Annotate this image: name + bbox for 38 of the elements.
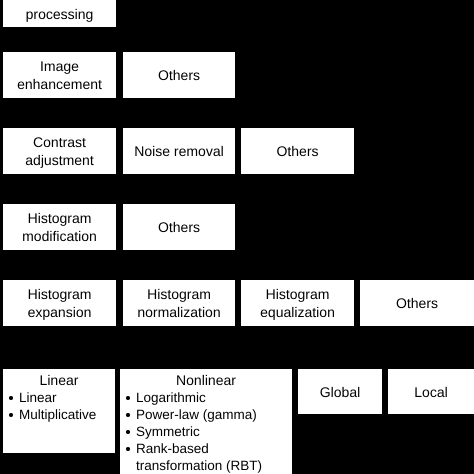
box-label: Histogram expansion [26,285,92,321]
bullet-item: Linear [7,389,111,406]
process-box [3,204,116,250]
process-box [123,280,235,326]
process-box [3,128,116,174]
process-box [3,280,116,326]
bullet-item: Symmetric [124,423,288,440]
box-label: Histogram equalization [259,285,336,321]
box-label: Contrast adjustment [24,133,95,169]
box-label: Others [276,142,318,160]
box-label: Histogram normalization [136,285,222,321]
process-box [120,369,292,474]
process-box [123,204,235,250]
bullet-item: Rank-based transformation (RBT) [124,440,288,474]
process-box [241,280,354,326]
bullet-item: Multiplicative [7,406,111,423]
box-heading: Linear [38,371,80,389]
process-box [3,0,116,27]
process-box [123,52,235,98]
process-box [123,128,235,174]
box-label: Others [158,218,200,236]
process-box [388,369,474,414]
box-label: Local [414,382,448,400]
process-box [241,128,354,174]
process-box [298,369,382,414]
box-heading: Nonlinear [175,371,237,389]
process-box [360,280,474,326]
box-label: Others [396,294,438,312]
box-label: processing [26,4,94,22]
box-label: Noise removal [134,142,224,160]
box-label: Histogram modification [21,209,98,245]
box-label: Global [320,382,360,400]
bullet-item: Power-law (gamma) [124,406,288,423]
process-box [3,52,116,98]
bullet-item: Logarithmic [124,389,288,406]
process-box [3,369,115,453]
box-label: Image enhancement [16,57,103,93]
box-label: Others [158,66,200,84]
